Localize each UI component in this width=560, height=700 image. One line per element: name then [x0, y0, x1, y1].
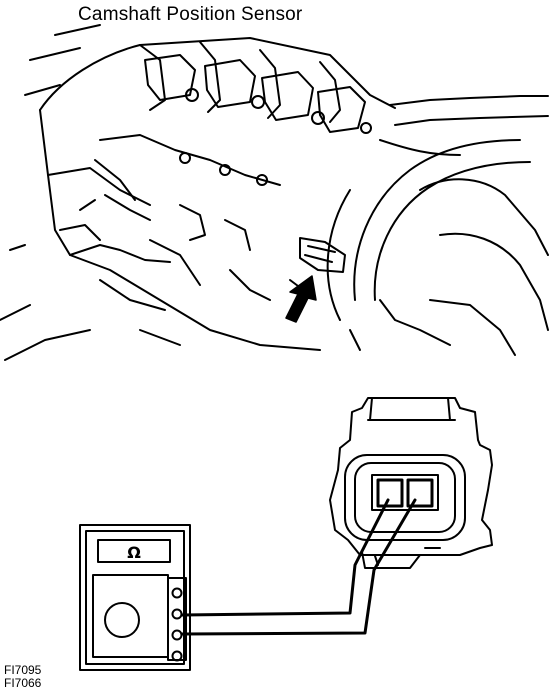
figure-code-2: FI7066 [4, 676, 42, 690]
ohmmeter [79, 524, 191, 671]
figure-title: Camshaft Position Sensor [78, 4, 303, 25]
probe-leads [180, 498, 417, 636]
arrow-indicator [285, 275, 317, 323]
engine-illustration [0, 24, 549, 361]
sensor-connector [329, 397, 493, 569]
figure-code-1: FI7095 [4, 663, 42, 677]
ohm-symbol: Ω [127, 543, 141, 562]
